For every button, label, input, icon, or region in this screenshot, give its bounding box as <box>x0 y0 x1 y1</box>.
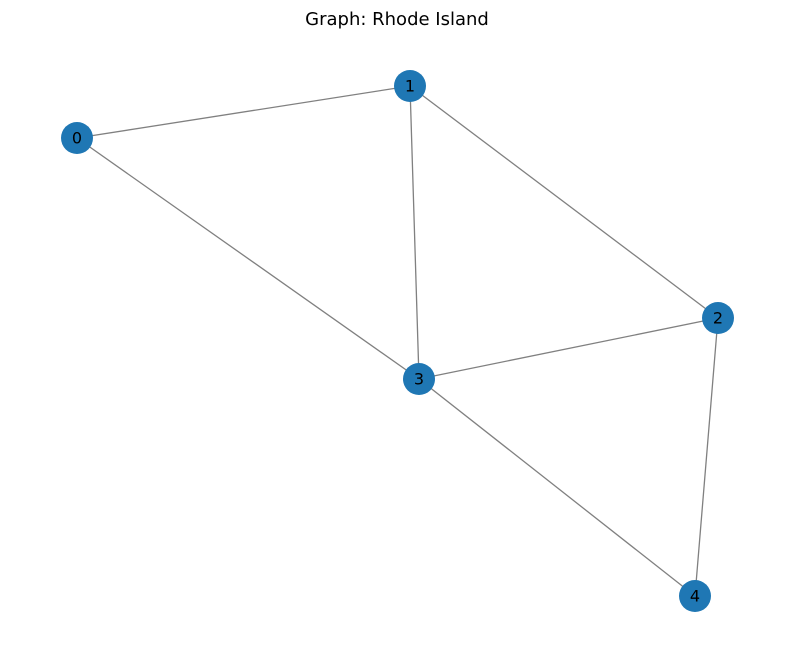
node-2: 2 <box>702 302 734 334</box>
node-label-1: 1 <box>405 77 415 96</box>
node-layer: 0 1 2 3 4 <box>61 70 734 612</box>
node-circle-4 <box>679 580 711 612</box>
node-circle-0 <box>61 122 93 154</box>
node-label-4: 4 <box>690 587 700 606</box>
node-label-0: 0 <box>72 129 82 148</box>
node-3: 3 <box>403 363 435 395</box>
edge-layer <box>76 85 719 597</box>
node-1: 1 <box>394 70 426 102</box>
node-label-3: 3 <box>414 370 424 389</box>
node-4: 4 <box>679 580 711 612</box>
node-circle-1 <box>394 70 426 102</box>
edge-1-2 <box>409 85 719 319</box>
node-label-2: 2 <box>713 309 723 328</box>
edge-2-3 <box>418 317 719 380</box>
node-0: 0 <box>61 122 93 154</box>
edge-1-3 <box>409 85 420 380</box>
edge-2-4 <box>694 317 719 597</box>
edge-0-1 <box>76 85 411 139</box>
node-circle-2 <box>702 302 734 334</box>
edge-3-4 <box>418 378 696 597</box>
edge-0-3 <box>76 137 420 380</box>
node-circle-3 <box>403 363 435 395</box>
graph-title: Graph: Rhode Island <box>305 9 489 30</box>
